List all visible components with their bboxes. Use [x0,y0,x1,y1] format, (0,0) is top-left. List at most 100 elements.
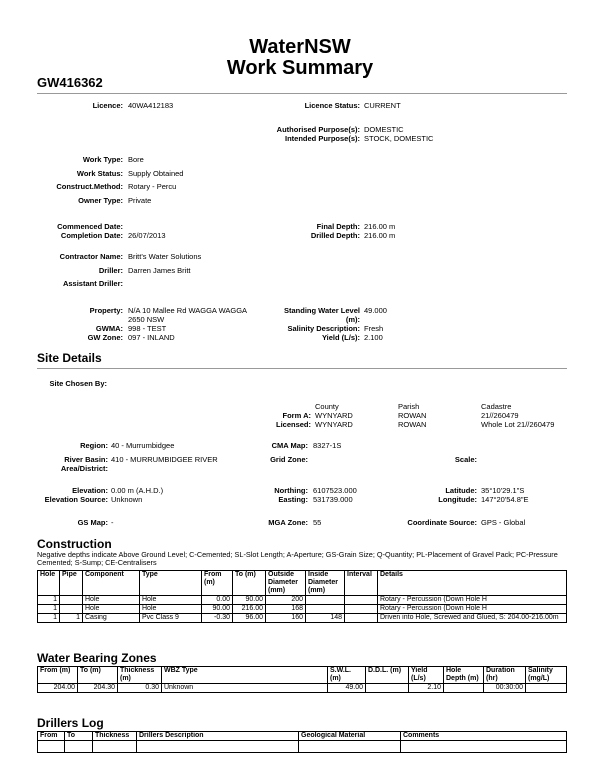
cell: 00:30:00 [483,683,526,693]
col-header: Inside Diameter (mm) [305,570,345,596]
form-a-cadastre: 21//260479 [481,411,519,420]
construct-method-value: Rotary - Percu [128,182,177,191]
cell: 1 [37,613,60,623]
driller-label: Driller: [98,266,123,275]
standing-water-level-unit: (m): [345,315,360,324]
area-district-label: Area/District: [60,464,108,473]
cell: 1 [37,595,60,605]
drillers-log-header-row: From To Thickness Drillers Description G… [37,731,567,741]
cell [37,740,65,753]
licence-status-label: Licence Status: [304,101,360,110]
easting-value: 531739.000 [313,495,353,504]
cell: Rotary - Percussion (Down Hole H [377,604,567,614]
gw-zone-value: 097 - INLAND [128,333,175,342]
cell: Unknown [161,683,328,693]
cell: Hole [139,595,202,605]
drillers-log-heading: Drillers Log [37,716,104,730]
elevation-label: Elevation: [72,486,108,495]
construction-heading: Construction [37,537,112,551]
parish-header: Parish [398,402,420,411]
owner-type-value: Private [128,196,152,205]
gwma-label: GWMA: [95,324,123,333]
col-header: S.W.L. (m) [327,666,366,684]
cell: 49.00 [327,683,366,693]
construct-method-label: Construct.Method: [56,182,123,191]
river-basin-value: 410 - MURRUMBIDGEE RIVER [111,455,218,464]
cell: Hole [82,595,140,605]
cell: 0.00 [201,595,233,605]
northing-label: Northing: [274,486,308,495]
property-label: Property: [89,306,123,315]
col-header: From (m) [37,666,78,684]
cell: 90.00 [232,595,266,605]
cell [525,683,567,693]
cell: 204.00 [37,683,78,693]
northing-value: 6107523.000 [313,486,357,495]
latitude-value: 35°10'29.1"S [481,486,525,495]
col-header: To [64,731,93,741]
table-row: 1 Hole Hole 0.00 90.00 200 Rotary - Perc… [37,595,567,605]
col-header: Salinity (mg/L) [525,666,567,684]
site-details-heading: Site Details [37,351,102,365]
col-header: Yield (L/s) [408,666,444,684]
cell [365,683,409,693]
standing-water-level-value: 49.000 [364,306,387,315]
cell: 2.10 [408,683,444,693]
work-status-label: Work Status: [76,169,123,178]
cell: 1 [59,613,83,623]
col-header: Drillers Description [136,731,299,741]
work-status-value: Supply Obtained [128,169,184,178]
cell [400,740,567,753]
elevation-source-value: Unknown [111,495,143,504]
cell [443,683,484,693]
cell: 204.30 [77,683,118,693]
col-header: Duration (hr) [483,666,526,684]
work-type-label: Work Type: [82,155,123,164]
latitude-label: Latitude: [445,486,477,495]
yield-label: Yield (L/s): [321,333,360,342]
cell: 160 [265,613,306,623]
longitude-value: 147°20'54.8"E [481,495,529,504]
salinity-value: Fresh [364,324,384,333]
property-value-line1: N/A 10 Mallee Rd WAGGA WAGGA [128,306,248,315]
gwma-value: 998 - TEST [128,324,167,333]
completion-date-value: 26/07/2013 [128,231,166,240]
cell: 96.00 [232,613,266,623]
river-basin-label: River Basin: [64,455,108,464]
col-header: Pipe [59,570,83,596]
grid-zone-label: Grid Zone: [270,455,308,464]
col-header: Geological Material [298,731,401,741]
construction-table: Hole Pipe Component Type From (m) To (m)… [37,570,567,623]
table-row: 204.00 204.30 0.30 Unknown 49.00 2.10 00… [37,683,567,693]
licence-value: 40WA412183 [128,101,174,110]
cell: Hole [139,604,202,614]
table-row: 1 1 Casing Pvc Class 9 -0.30 96.00 160 1… [37,613,567,623]
table-row: 1 Hole Hole 90.00 216.00 168 Rotary - Pe… [37,604,567,614]
cma-map-label: CMA Map: [271,441,308,450]
construction-header-row: Hole Pipe Component Type From (m) To (m)… [37,570,567,596]
col-header: Details [377,570,567,596]
col-header: Interval [344,570,378,596]
assistant-driller-label: Assistant Driller: [62,279,123,288]
cell: Hole [82,604,140,614]
drilled-depth-value: 216.00 m [364,231,396,240]
col-header: To (m) [77,666,118,684]
col-header: Hole Depth (m) [443,666,484,684]
easting-label: Easting: [278,495,308,504]
col-header: Hole [37,570,60,596]
drillers-log-table: From To Thickness Drillers Description G… [37,731,567,753]
work-id: GW416362 [37,75,103,90]
mga-zone-label: MGA Zone: [268,518,308,527]
elevation-source-label: Elevation Source: [44,495,108,504]
cell: Casing [82,613,140,623]
col-header: Comments [400,731,567,741]
col-header: To (m) [232,570,266,596]
gs-map-value: - [111,518,114,527]
cell: 0.30 [117,683,162,693]
water-bearing-header-row: From (m) To (m) Thickness (m) WBZ Type S… [37,666,567,684]
cell: Rotary - Percussion (Down Hole H [377,595,567,605]
form-a-label: Form A: [282,411,311,420]
licence-label: Licence: [92,101,123,110]
cma-map-value: 8327-1S [313,441,342,450]
col-header: Component [82,570,140,596]
